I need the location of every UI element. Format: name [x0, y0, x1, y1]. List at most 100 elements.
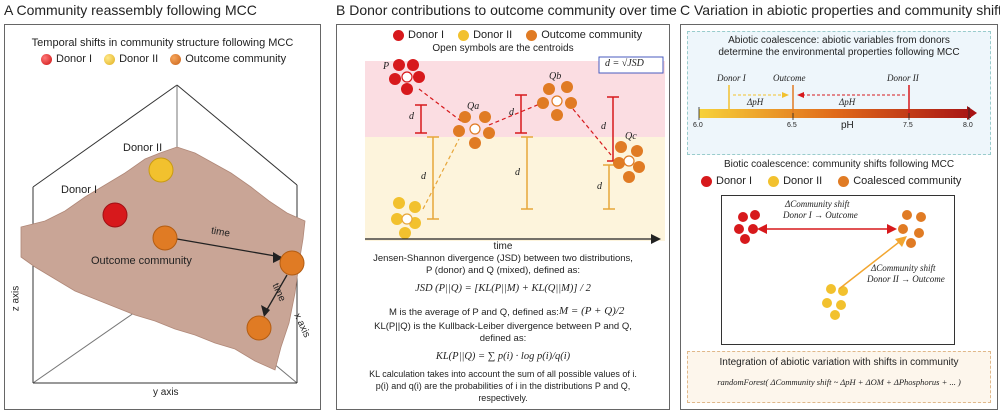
kl-note-1: KL calculation takes into account the su… [369, 369, 637, 379]
centroid-note: Open symbols are the centroids [432, 43, 574, 54]
panel-b-diagram [365, 56, 665, 244]
kl-note-2: p(i) and q(i) are the probabilities of i… [375, 381, 631, 391]
ph-tick-1: 6.0 [693, 122, 703, 129]
panel-a-heading: Temporal shifts in community structure f… [31, 37, 294, 49]
abiotic-text-2: determine the environmental properties f… [718, 47, 960, 58]
outcome-cluster-b [537, 81, 577, 121]
panel-c-box: Abiotic coalescence: abiotic variables f… [680, 24, 998, 410]
label-d-2: d [421, 171, 426, 182]
integration-formula: randomForest( ΔCommunity shift ~ ΔpH + Δ… [717, 377, 961, 387]
outcome-c-centroid [623, 155, 635, 167]
panel-a-title: A Community reassembly following MCC [4, 2, 257, 18]
outcome-cluster-a [453, 111, 495, 149]
donor1-legend-dot [393, 29, 404, 41]
panel-b-legend: Donor I Donor II Outcome community [393, 29, 642, 41]
outcome-sphere-1 [152, 225, 178, 251]
outcome-sphere-3 [246, 315, 272, 341]
label-d-5: d [601, 121, 606, 132]
biotic-plot [734, 210, 926, 320]
donor1-sphere [102, 202, 128, 228]
time-axis-label: time [493, 241, 513, 252]
ph-scale [698, 85, 977, 120]
biotic-plot-box [721, 195, 955, 345]
donor1-cluster [389, 59, 425, 95]
donor2-legend-dot [768, 175, 780, 187]
donor2-label: Donor II [123, 142, 163, 154]
m-formula: M = (P + Q)/2 [559, 305, 625, 317]
panel-a-legend: Donor I Donor II Outcome community [41, 53, 286, 65]
ph-outcome-label: Outcome [773, 73, 806, 83]
outcome-cluster-c [613, 141, 645, 183]
abiotic-text-1: Abiotic coalescence: abiotic variables f… [728, 35, 950, 46]
terrain-surface [20, 146, 306, 371]
jsd-text-1: Jensen-Shannon divergence (JSD) between … [373, 253, 633, 264]
kl-formula: KL(P||Q) = ∑ p(i) · log p(i)/q(i) [435, 351, 571, 362]
shift2-label-1: ΔCommunity shift [871, 263, 936, 273]
label-qb: Qb [549, 71, 562, 82]
shift1-label-1: ΔCommunity shift [785, 199, 850, 209]
donor2-legend-label: Donor II [783, 175, 823, 187]
donor2-cluster [822, 284, 848, 320]
integration-section [687, 351, 991, 403]
donor1-legend-label: Donor I [56, 53, 93, 65]
outcome-legend-label: Outcome community [185, 53, 287, 65]
outcome-label: Outcome community [91, 255, 192, 267]
donor1-legend-dot [701, 175, 712, 187]
donor2-legend-dot [104, 53, 116, 65]
d-definition-box: d = √JSD [605, 58, 644, 69]
label-qc: Qc [625, 131, 637, 142]
outcome-legend-dot [170, 53, 182, 65]
label-d-3: d [509, 107, 514, 118]
ph-tick-4: 8.0 [963, 122, 973, 129]
ph-axis-label: pH [841, 120, 854, 131]
donor1-cluster [734, 210, 760, 244]
ph-tick-2: 6.5 [787, 122, 797, 129]
outcome-legend-label: Outcome community [541, 29, 643, 41]
coalesced-cluster [898, 210, 926, 248]
dph-label-2: ΔpH [839, 97, 856, 107]
outcome-sphere-2 [279, 250, 305, 276]
jsd-formula: JSD (P||Q) = [KL(P||M) + KL(Q||M)] / 2 [415, 283, 591, 294]
panel-b-box: Donor I Donor II Outcome community Open … [336, 24, 670, 410]
donor1-label: Donor I [61, 184, 98, 196]
abiotic-section [687, 31, 991, 155]
z-axis-label: z axis [10, 285, 22, 312]
kl-note-3: respectively. [478, 393, 528, 403]
kl-text-1: KL(P||Q) is the Kullback-Leiber divergen… [374, 321, 632, 332]
integration-title: Integration of abiotic variation with sh… [719, 357, 959, 368]
jsd-text-2: P (donor) and Q (mixed), defined as: [425, 265, 580, 276]
panel-a-box: Temporal shifts in community structure f… [4, 24, 321, 410]
label-d-1: d [409, 111, 414, 122]
coalesced-legend-label: Coalesced community [853, 175, 962, 187]
ph-donor2-label: Donor II [887, 73, 919, 83]
outcome-b-centroid [551, 95, 563, 107]
panel-b-title: B Donor contributions to outcome communi… [336, 2, 677, 18]
donor2-legend-label: Donor II [473, 29, 513, 41]
outcome-a-centroid [469, 123, 481, 135]
label-d-4: d [515, 167, 520, 178]
donor1-legend-dot [41, 53, 52, 65]
y-axis-label: y axis [153, 387, 179, 398]
kl-text-2: defined as: [479, 333, 527, 344]
label-d-6: d [597, 181, 602, 192]
panel-c-legend: Donor I Donor II Coalesced community [701, 175, 961, 187]
m-text: M is the average of P and Q, defined as: [389, 307, 559, 318]
donor2-legend-label: Donor II [119, 53, 159, 65]
donor1-legend-label: Donor I [408, 29, 445, 41]
coalesced-legend-dot [838, 175, 850, 187]
panel-c-title: C Variation in abiotic properties and co… [680, 2, 1000, 18]
panel-a-3d-plot [20, 84, 306, 384]
biotic-text: Biotic coalescence: community shifts fol… [723, 159, 955, 170]
dph-label-1: ΔpH [747, 97, 764, 107]
shift1-label-2: Donor I → Outcome [783, 210, 858, 220]
label-qa: Qa [467, 101, 480, 112]
ph-tick-3: 7.5 [903, 122, 913, 129]
donor2-legend-dot [458, 29, 470, 41]
donor1-legend-label: Donor I [716, 175, 753, 187]
donor1-centroid [401, 71, 413, 83]
ph-donor1-label: Donor I [717, 73, 746, 83]
label-p: P [383, 61, 390, 72]
outcome-legend-dot [526, 29, 538, 41]
donor2-sphere [148, 157, 174, 183]
donor2-centroid [401, 213, 413, 225]
